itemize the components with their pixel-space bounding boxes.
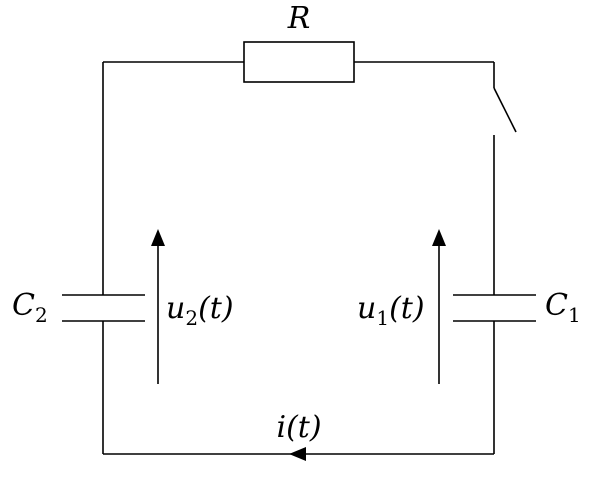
u1-label: u1(t) xyxy=(357,291,425,330)
resistor xyxy=(243,41,355,83)
u2-arrow-head-icon xyxy=(151,229,165,246)
c1-label: C1 xyxy=(545,288,581,327)
c2-label: C2 xyxy=(12,288,48,327)
current-label: i(t) xyxy=(276,410,321,445)
u1-arrow-head-icon xyxy=(432,229,446,246)
resistor-label: R xyxy=(287,1,311,36)
current-arrow-icon xyxy=(289,447,306,461)
switch-blade xyxy=(493,87,517,133)
u2-label: u2(t) xyxy=(166,291,234,330)
